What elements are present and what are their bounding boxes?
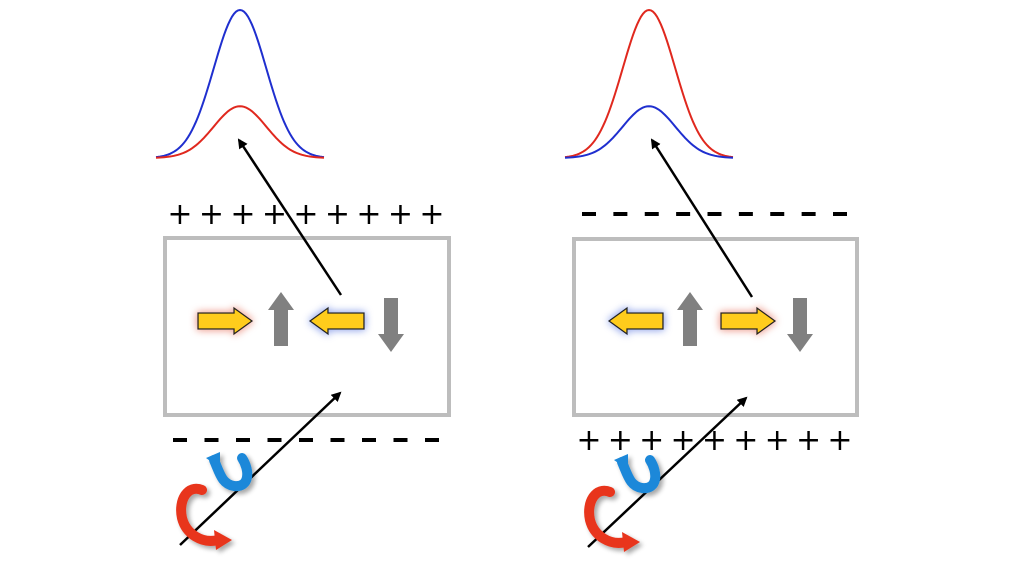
sample-box [163,236,451,417]
red-rotation-arrow [176,483,223,546]
plus-charge: + [293,197,318,232]
minus-charge-bar [801,212,816,216]
minus-charge-bar [833,212,847,216]
spectrum-right [564,8,734,159]
plus-charge: + [608,423,633,458]
plus-charge: + [230,197,255,232]
blue-rotation-arrow [209,453,253,492]
red-peak-curve [564,8,734,159]
minus-charge-bar [267,438,282,442]
plus-charge: + [388,197,413,232]
top-charge-row: +++++++++ [167,197,444,232]
plus-charge: + [356,197,381,232]
down-magnetization-arrow [378,298,404,352]
blue-rotation-arrowhead [206,452,220,468]
red-rotation-arrowhead [214,530,232,550]
minus-charge-bar [770,212,785,216]
up-magnetization-arrow [677,292,703,346]
minus-charge-bar [173,438,187,442]
incoming-beam-arrow [179,391,342,546]
plus-charge: + [419,197,444,232]
spin-arrows [197,292,404,352]
up-magnetization-arrow [268,292,294,346]
panel-left: +++++++++ --------- [155,8,451,550]
red-rotation-arrowhead [622,532,640,552]
circular-polarization-icon [176,452,253,550]
minus-charge-bar [330,438,345,442]
plus-charge: + [639,423,664,458]
plus-charge: + [576,423,601,458]
bottom-charge-row: +++++++++ [576,423,852,458]
plus-charge: + [733,423,758,458]
plus-charge: + [262,197,287,232]
plus-charge: + [199,197,224,232]
minus-charge-bar [236,438,250,442]
circular-polarization-icon [584,454,661,552]
bottom-charge-row: --------- [173,438,439,442]
minus-charge-bar [613,212,628,216]
plus-charge: + [167,197,192,232]
plus-charge: + [827,423,852,458]
minus-charge-bar [204,438,219,442]
blue-rotation-arrowhead [614,454,628,470]
plus-charge: + [765,423,790,458]
left-spin-arrow [607,306,664,336]
blue-peak-curve [155,8,325,159]
spin-arrows [607,292,813,352]
right-spin-arrow [197,306,254,336]
minus-charge-bar [299,438,313,442]
minus-charge-bar [582,212,596,216]
right-spin-arrow [720,306,777,336]
outgoing-beam-arrow [650,138,754,298]
minus-charge-bar [707,212,722,216]
incoming-beam-arrow [587,396,748,548]
panel-right: --------- +++++++++ [564,8,859,552]
plus-charge: + [671,423,696,458]
down-magnetization-arrow [787,298,813,352]
outgoing-beam-arrow [237,138,343,296]
red-peak-curve [155,105,325,159]
top-charge-row: --------- [582,212,847,216]
plus-charge: + [325,197,350,232]
plus-charge: + [796,423,821,458]
left-spin-arrow [308,306,365,336]
red-rotation-arrow [584,485,631,548]
minus-charge-bar [362,438,376,442]
minus-charge-bar [676,212,691,216]
minus-charge-bar [738,212,753,216]
blue-rotation-arrow [617,455,661,494]
blue-peak-curve [564,105,734,159]
minus-charge-bar [393,438,408,442]
minus-charge-bar [425,438,439,442]
minus-charge-bar [644,212,659,216]
spectrum-left [155,8,325,159]
